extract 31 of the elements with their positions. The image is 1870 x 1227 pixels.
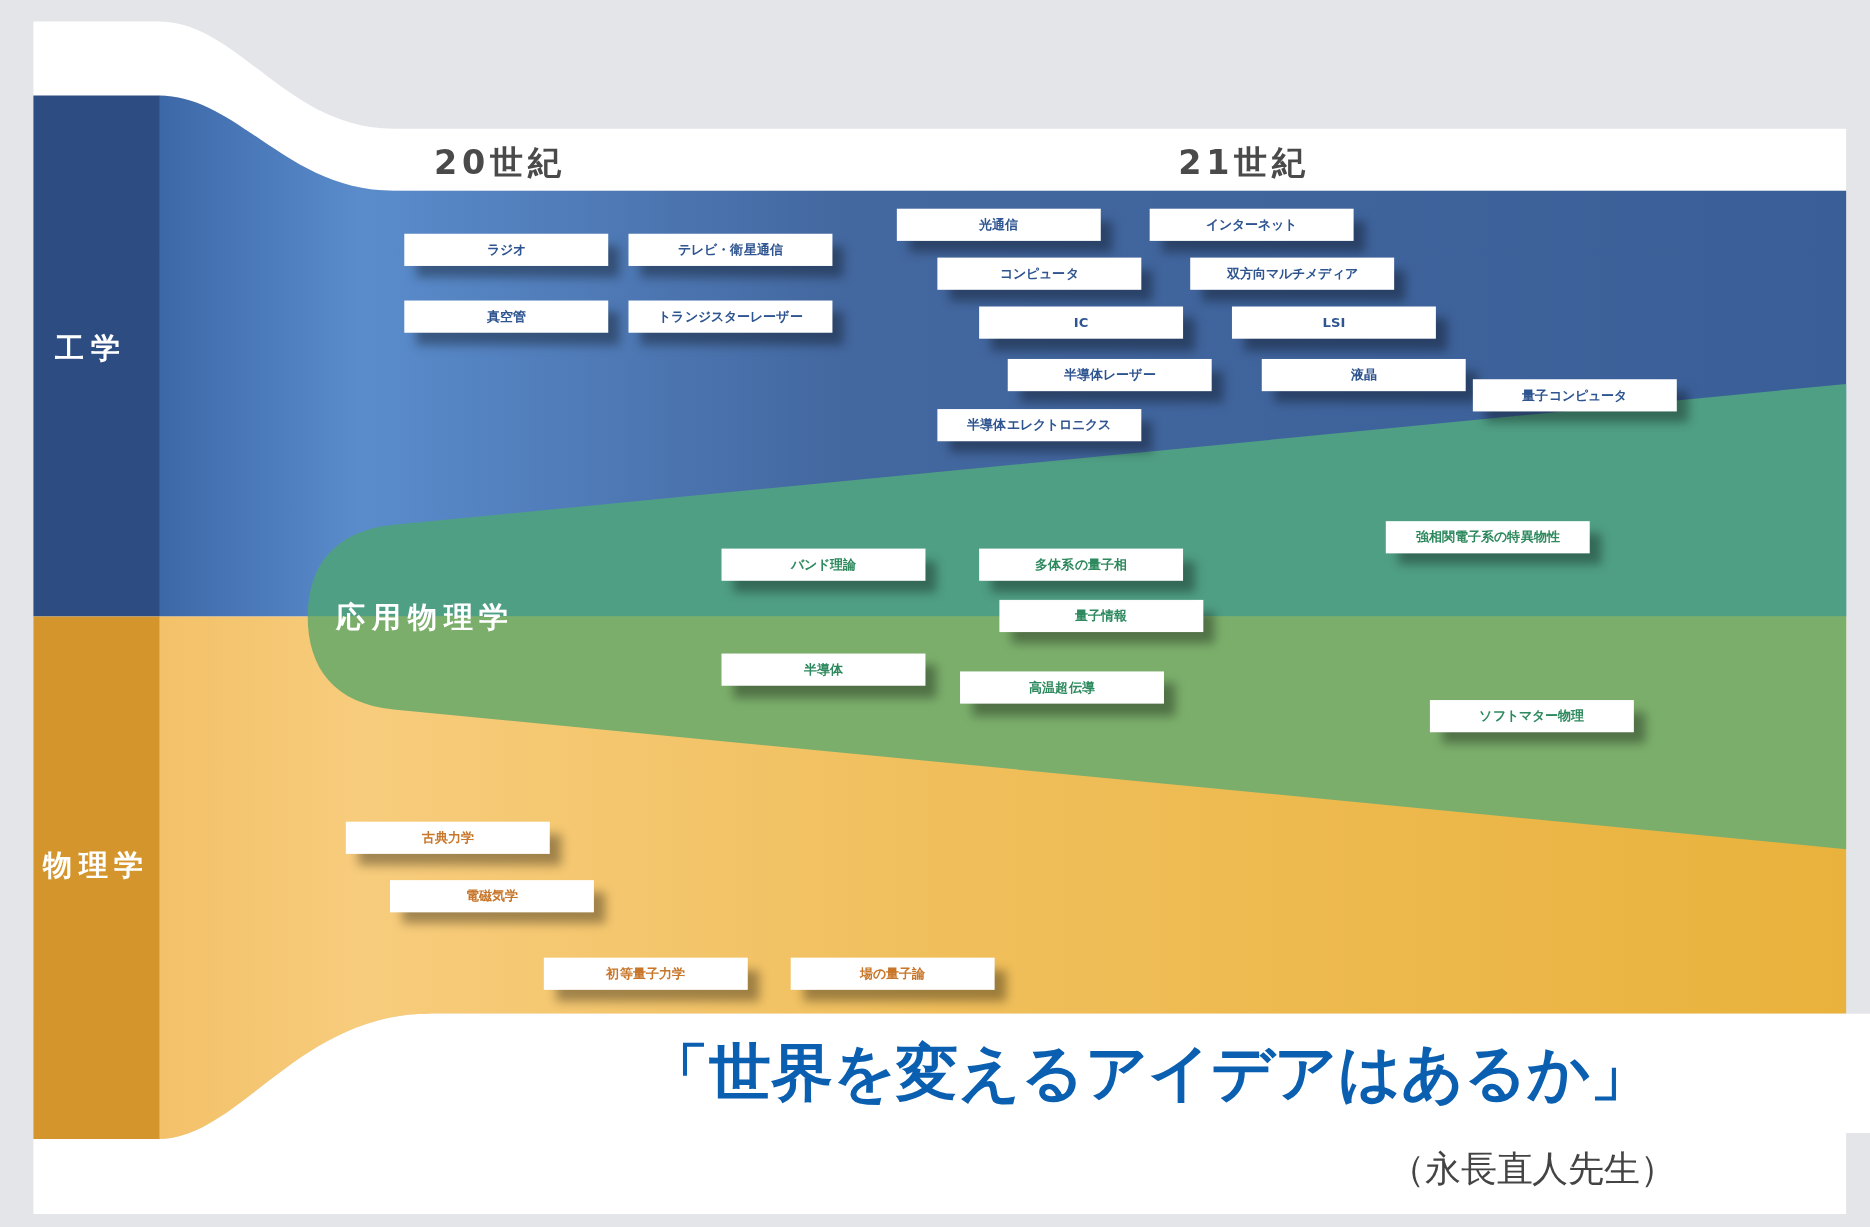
label-card: IC [979, 306, 1184, 339]
label-card: 液晶 [1261, 358, 1466, 392]
century-heading: 20世紀 [434, 142, 567, 185]
label-card: 光通信 [896, 208, 1101, 241]
label-card: 多体系の量子相 [979, 548, 1184, 581]
label-card: 場の量子論 [790, 957, 995, 990]
century-heading: 21世紀 [1178, 142, 1311, 185]
band-label: 応用物理学 [336, 600, 516, 637]
label-card: 初等量子力学 [543, 957, 748, 990]
label-card: LSI [1231, 306, 1436, 339]
label-card: 半導体レーザー [1007, 358, 1212, 392]
label-card: テレビ・衛星通信 [628, 233, 833, 266]
label-card: トランジスターレーザー [628, 300, 833, 333]
label-card: 強相関電子系の特異物性 [1385, 521, 1590, 554]
label-card: 電磁気学 [390, 880, 594, 913]
label-card: 量子情報 [999, 599, 1204, 633]
label-card: ソフトマター物理 [1429, 700, 1634, 733]
label-card: インターネット [1149, 208, 1354, 241]
label-card: 真空管 [404, 300, 609, 333]
band-label: 物理学 [42, 848, 151, 885]
label-card: ラジオ [404, 233, 609, 266]
label-card: 双方向マルチメディア [1190, 257, 1395, 290]
band-label: 工学 [54, 330, 127, 367]
label-card: 半導体 [721, 653, 926, 686]
label-card: 量子コンピュータ [1472, 379, 1677, 412]
attribution-text: （永長直人先生） [1389, 1146, 1676, 1191]
label-card: 半導体エレクトロニクス [937, 409, 1142, 442]
label-card: バンド理論 [721, 548, 926, 581]
label-card: コンピュータ [937, 257, 1142, 290]
label-card: 古典力学 [345, 821, 550, 854]
label-card: 高温超伝導 [960, 671, 1164, 704]
